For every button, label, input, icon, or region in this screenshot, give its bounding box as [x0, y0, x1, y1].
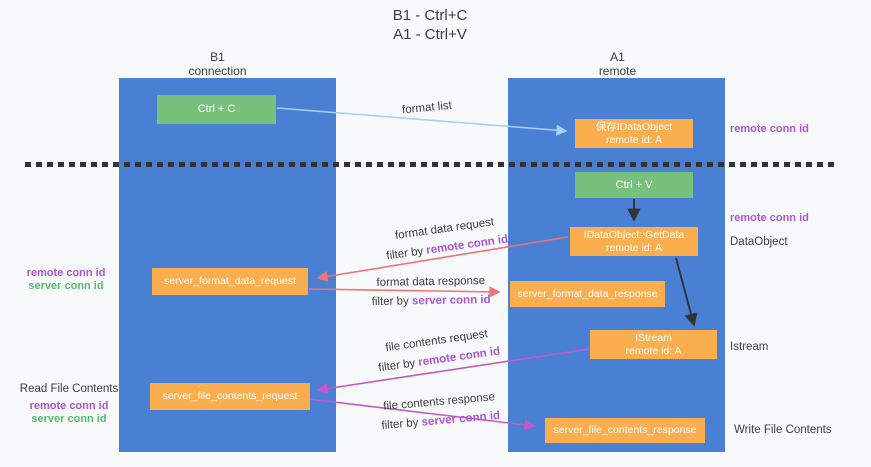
filter-prefix: filter by [381, 416, 423, 433]
node-istream: IStream remote id: A [590, 330, 717, 359]
filter-prefix: filter by [385, 244, 428, 263]
lifeline-a1-subtitle: remote [598, 64, 637, 78]
label-istream: Istream [730, 341, 769, 353]
label-remote-conn-id-top-right: remote conn id [730, 123, 809, 135]
label-read-file-contents: Read File Contents [19, 383, 119, 395]
flow-label-line: format data response [376, 275, 486, 289]
flow-label-format-list: format list [401, 99, 453, 117]
filter-key: server conn id [421, 409, 501, 429]
flow-label-format-data-request: format data request filter by remote con… [378, 211, 514, 267]
filter-prefix: filter by [371, 295, 413, 309]
lifeline-b1-title: B1 [210, 50, 225, 64]
label-dataobject: DataObject [730, 236, 788, 248]
title-line-1: B1 - Ctrl+C [392, 7, 468, 24]
flow-label-filter: filter by server conn id [370, 291, 492, 312]
lifeline-header-a1: A1 remote [510, 50, 725, 78]
node-ctrl-v: Ctrl + V [575, 172, 693, 198]
label-server-conn-id-left-mid: server conn id [28, 280, 104, 292]
node-server-format-data-request: server_format_data_request [152, 268, 308, 295]
flow-label-file-contents-response: file contents response filter by server … [375, 387, 506, 436]
diagram-title: B1 - Ctrl+C A1 - Ctrl+V [350, 6, 510, 44]
session-divider-dashed-line [25, 162, 835, 167]
label-server-conn-id-left-bottom: server conn id [31, 413, 107, 425]
node-ctrl-c: Ctrl + C [157, 95, 276, 124]
node-server-file-contents-response: server_file_contents_response [545, 418, 705, 443]
node-store-idataobject: 保存IDataObject remote id: A [575, 119, 693, 148]
lifeline-header-b1: B1 connection [110, 50, 325, 78]
flow-label-file-contents-request: file contents request filter by remote c… [371, 323, 505, 379]
lifeline-a1-title: A1 [610, 50, 625, 64]
node-idataobject-getdata: IDataObject::GetData remote id: A [570, 227, 698, 256]
node-server-format-data-response: server_format_data_response [510, 281, 665, 307]
node-server-file-contents-request: server_file_contents_request [150, 383, 310, 410]
label-block-left-mid: remote conn id server conn id [16, 267, 116, 293]
label-write-file-contents: Write File Contents [734, 424, 832, 436]
filter-prefix: filter by [377, 356, 420, 375]
flow-label-format-data-response: format data response filter by server co… [370, 272, 493, 312]
title-line-2: A1 - Ctrl+V [393, 26, 467, 43]
label-remote-conn-id-mid-right: remote conn id [730, 212, 809, 224]
label-block-left-bottom: Read File Contents remote conn id server… [14, 383, 124, 426]
filter-key: server conn id [411, 293, 491, 308]
label-remote-conn-id-left-bottom: remote conn id [29, 400, 109, 412]
label-remote-conn-id-left-mid: remote conn id [26, 267, 106, 279]
lifeline-b1-subtitle: connection [188, 64, 247, 78]
